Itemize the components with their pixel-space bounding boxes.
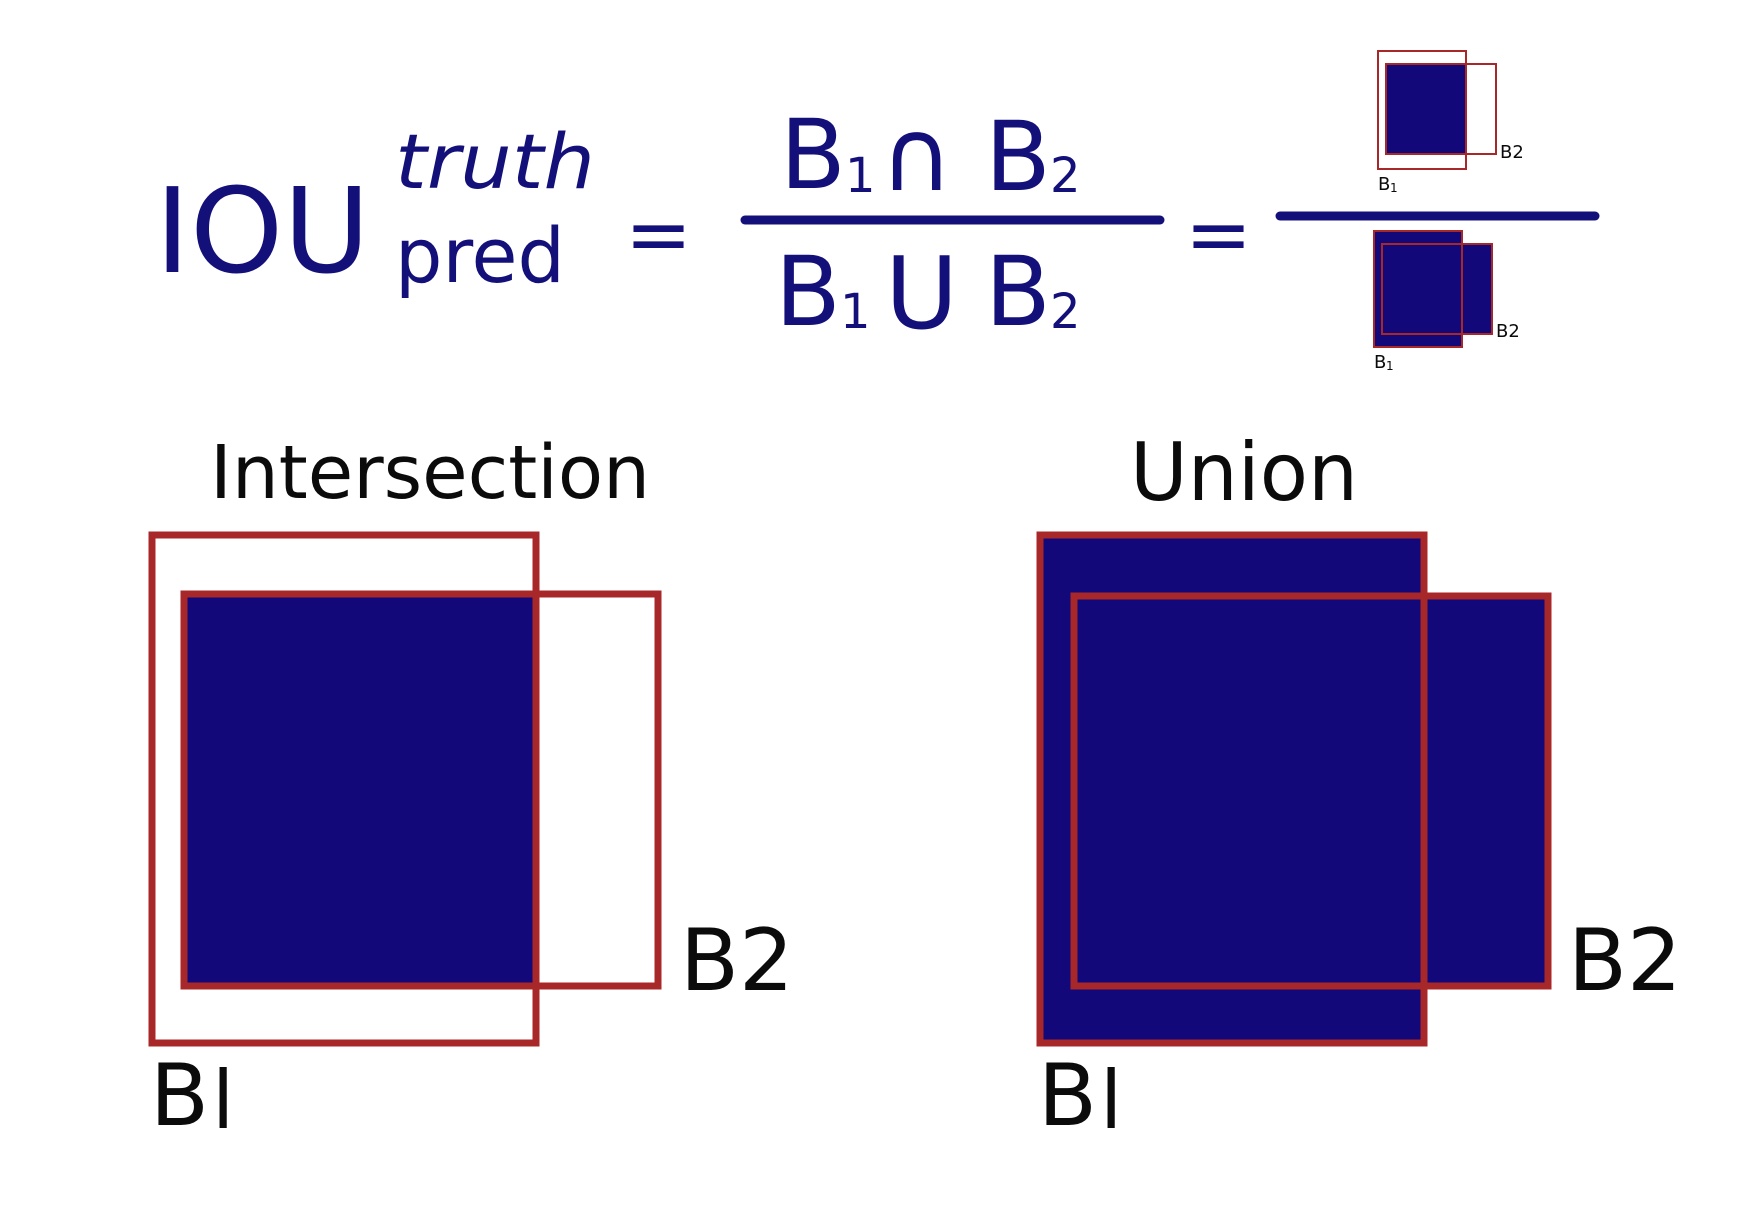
denominator-b1-subscript: 1 [840, 284, 871, 340]
mini-intersection-icon: B2 B 1 [1377, 50, 1524, 195]
iou-formula: IOU truth pred = B 1 ∩ B 2 B 1 U B 2 = B… [155, 50, 1600, 373]
intersection-label-b2: B2 [680, 911, 794, 1011]
numerator-b1: B [780, 99, 846, 211]
denominator-b2-subscript: 2 [1050, 284, 1081, 340]
denominator-b2: B [985, 236, 1051, 348]
intersection-panel: Intersection B2 B l [148, 430, 794, 1147]
mini-union-fill-b2 [1382, 244, 1492, 334]
denominator-b1: B [775, 236, 841, 348]
mini-intersection-fill [1386, 64, 1466, 154]
union-area-fill-b2 [1074, 596, 1548, 986]
mini-bottom-box-b1 [1373, 230, 1463, 348]
mini-bottom-label-b2: B2 [1496, 321, 1520, 342]
intersection-box-b2 [180, 590, 662, 990]
mini-top-box-b1 [1377, 50, 1467, 170]
intersection-title: Intersection [210, 430, 650, 516]
union-label-b1-subscript: l [1100, 1054, 1122, 1147]
union-panel: Union B2 B l [1036, 426, 1682, 1147]
mini-top-box-b2 [1385, 63, 1497, 155]
intersection-label-b1-subscript: l [212, 1054, 234, 1147]
mini-union-icon: B2 B 1 [1373, 230, 1520, 373]
intersection-box-b1 [148, 531, 540, 1047]
iou-symbol: IOU [155, 162, 370, 300]
numerator-b1-subscript: 1 [845, 148, 876, 204]
mini-bottom-label-b1: B [1374, 352, 1386, 373]
mini-top-label-b2: B2 [1500, 142, 1524, 163]
intersection-label-b1: B [150, 1046, 209, 1146]
union-operator: U [885, 235, 958, 352]
iou-superscript-truth: truth [395, 117, 595, 206]
mini-bottom-label-b1-subscript: 1 [1386, 359, 1394, 373]
mini-bottom-box-b2 [1381, 243, 1493, 335]
union-title: Union [1130, 426, 1358, 519]
mini-top-label-b1: B [1378, 174, 1390, 195]
numerator-b2-subscript: 2 [1050, 148, 1081, 204]
intersection-area-fill [184, 594, 536, 986]
union-label-b1: B [1038, 1046, 1097, 1146]
union-label-b2: B2 [1568, 911, 1682, 1011]
numerator-b2: B [985, 101, 1051, 213]
equals-sign-1: = [625, 188, 692, 281]
union-box-b1 [1036, 531, 1428, 1047]
mini-top-label-b1-subscript: 1 [1390, 181, 1398, 195]
iou-subscript-pred: pred [395, 211, 565, 300]
intersection-operator: ∩ [880, 97, 953, 214]
union-box-b2 [1070, 592, 1552, 990]
equals-sign-2: = [1185, 188, 1252, 281]
